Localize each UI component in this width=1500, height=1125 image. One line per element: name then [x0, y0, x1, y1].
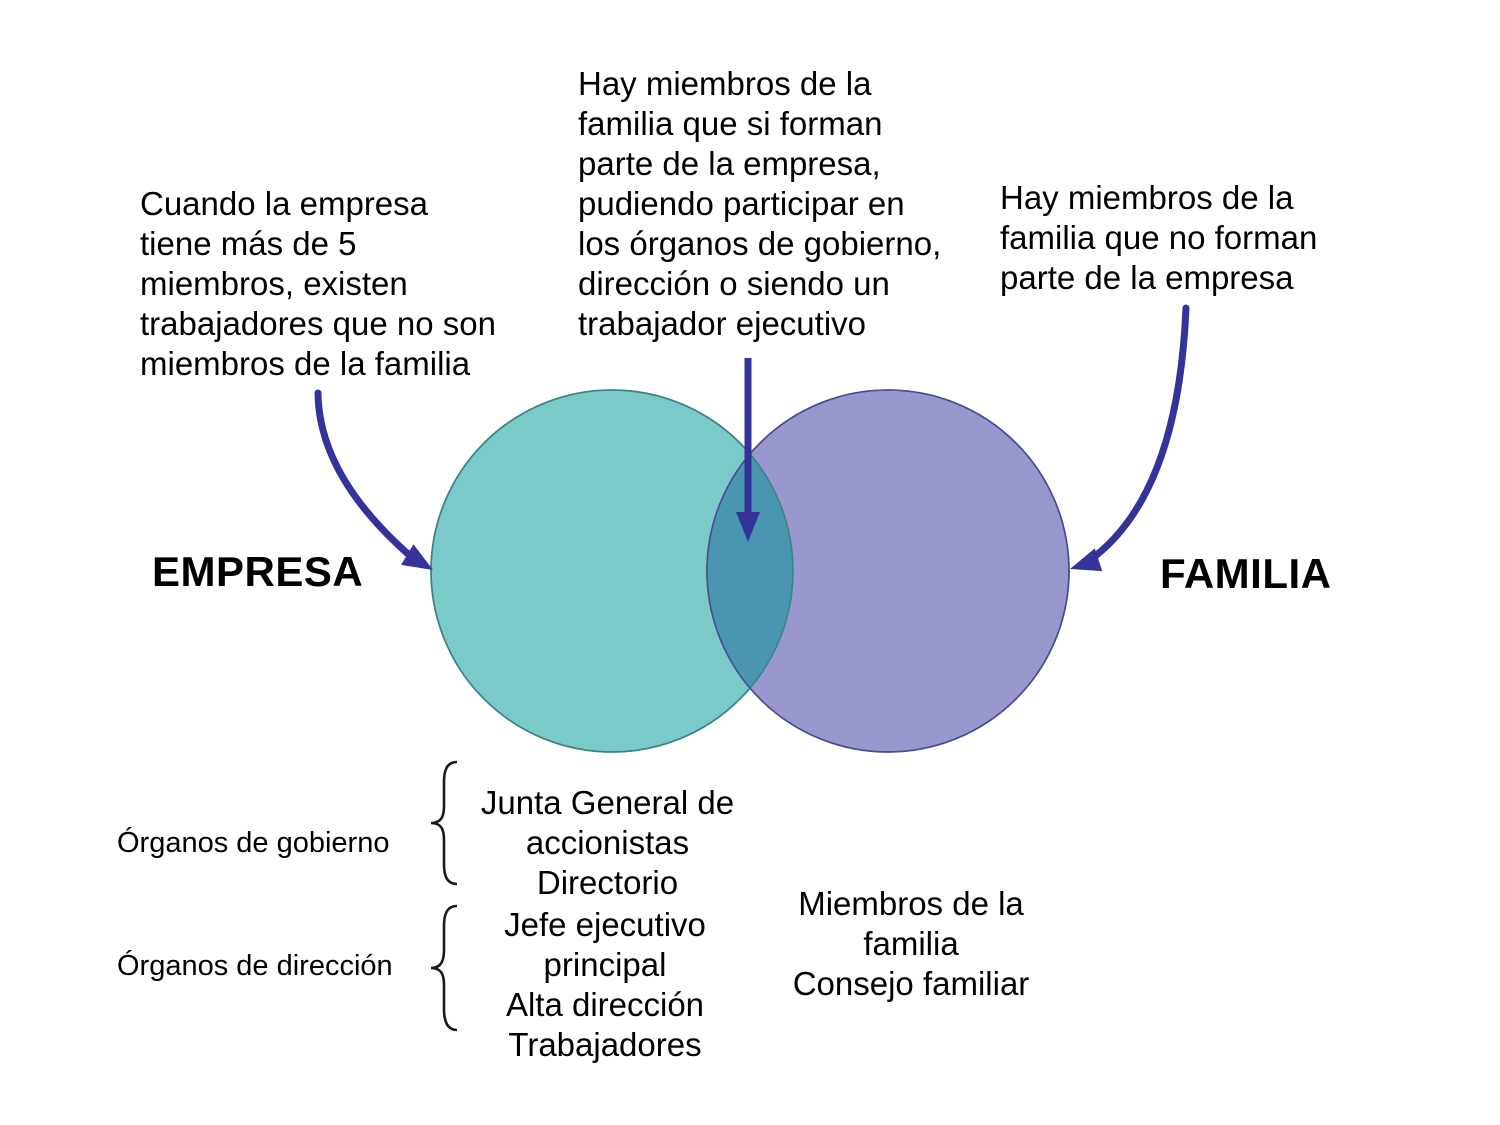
arrow-empresa-icon: [314, 389, 433, 570]
empresa-title: EMPRESA: [152, 548, 364, 595]
brace-gobierno-icon: [430, 760, 458, 886]
familia-note: Hay miembros de la familia que no forman…: [1000, 179, 1318, 296]
familia-items: Miembros de la familia Consejo familiar: [792, 885, 1030, 1002]
overlap-note: Hay miembros de la familia que si forman…: [578, 65, 942, 342]
organos-gobierno-label: Órganos de gobierno: [117, 827, 390, 859]
arrow-overlap-icon: [736, 358, 760, 542]
familia-title: FAMILIA: [1160, 550, 1332, 597]
empresa-note: Cuando la empresa tiene más de 5 miembro…: [140, 185, 496, 382]
organos-direccion-label: Órganos de dirección: [117, 950, 393, 982]
arrow-familia-icon: [1070, 304, 1190, 572]
organos-gobierno-items: Junta General de accionistas Directorio: [480, 784, 735, 901]
familia-circle-outline: [706, 389, 1070, 753]
brace-direccion-icon: [430, 904, 458, 1032]
organos-direccion-items: Jefe ejecutivo principal Alta dirección …: [504, 906, 706, 1063]
overlap-region: [707, 454, 793, 688]
empresa-circle-outline: [430, 389, 794, 753]
